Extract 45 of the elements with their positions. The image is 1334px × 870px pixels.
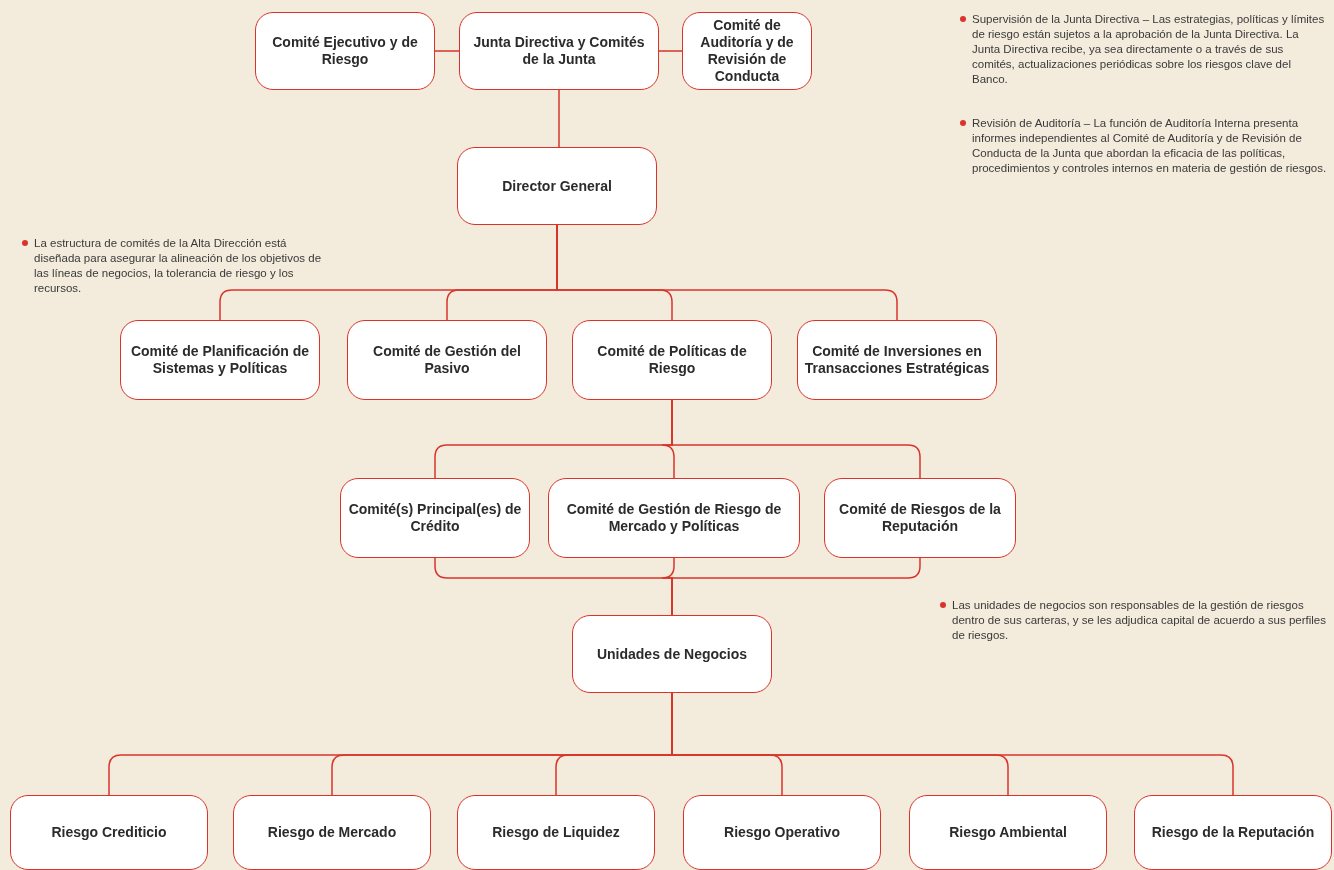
committee-box (572, 320, 772, 400)
committee-box (548, 478, 800, 558)
committee-box (909, 795, 1107, 870)
connector-line (434, 50, 460, 52)
note-text: Supervisión de la Junta Directiva – Las estrategias, políticas y límites de riesgo están sujetos a la aprobación de la Junta Directiva. La Junta Directiva recibe, ya sea directamente o a través de sus comités, actualizaciones periódicas sobre los riesgos clave del Banco. (972, 13, 1325, 85)
committee-box (457, 147, 657, 225)
committee-box (682, 12, 812, 90)
committee-box (120, 320, 320, 400)
committee-box (683, 795, 881, 870)
box-label: Comité de Auditoría y de Revisión de Conducta (699, 17, 795, 85)
box-label: Comité de Riesgos de la Reputación (838, 501, 1002, 535)
committee-box (572, 615, 772, 693)
box-label: Riesgo Ambiental (949, 824, 1067, 841)
box-label: Comité Ejecutivo y de Riesgo (271, 34, 419, 68)
box-label: Riesgo Crediticio (51, 824, 167, 841)
committee-box (457, 795, 655, 870)
committee-box (340, 478, 530, 558)
box-label: Comité de Gestión de Riesgo de Mercado y Políticas (565, 501, 783, 535)
committee-box (1134, 795, 1332, 870)
box-label: Riesgo de la Reputación (1151, 824, 1315, 841)
box-label: Comité de Gestión del Pasivo (372, 343, 522, 377)
box-label: Comité de Políticas de Riesgo (596, 343, 748, 377)
box-label: Unidades de Negocios (596, 645, 748, 663)
box-label: Director General (502, 177, 612, 195)
committee-box (797, 320, 997, 400)
connector-line (671, 557, 921, 616)
box-label: Riesgo de Liquidez (492, 824, 620, 841)
committee-box (10, 795, 208, 870)
note-text: Revisión de Auditoría – La función de Auditoría Interna presenta informes independientes al Comité de Auditoría y de Revisión de Conducta de la Junta que abordan la eficacia de las políticas, procedimientos y controles internos en materia de gestión de riesgos. (972, 117, 1327, 174)
committee-box (459, 12, 659, 90)
box-label: Junta Directiva y Comités de la Junta (472, 34, 646, 68)
committee-box (347, 320, 547, 400)
connector-line (658, 50, 683, 52)
committee-box (255, 12, 435, 90)
box-label: Riesgo Operativo (724, 824, 840, 841)
note-text: La estructura de comités de la Alta Dirección está diseñada para asegurar la alineación de los objetivos de las líneas de negocios, la tolerancia de riesgo y los recursos. (34, 237, 322, 294)
box-label: Riesgo de Mercado (267, 824, 397, 841)
box-label: Comité(s) Principal(es) de Crédito (347, 501, 523, 535)
committee-box (824, 478, 1016, 558)
note-text: Las unidades de negocios son responsables de la gestión de riesgos dentro de sus carteras, y se les adjudica capital de acuerdo a sus perfiles de riesgos. (952, 599, 1326, 641)
connector-line (671, 399, 921, 479)
connector-line (558, 89, 560, 148)
box-label: Comité de Inversiones en Transacciones Estratégicas (804, 343, 990, 377)
box-label: Comité de Planificación de Sistemas y Políticas (129, 343, 311, 377)
committee-box (233, 795, 431, 870)
